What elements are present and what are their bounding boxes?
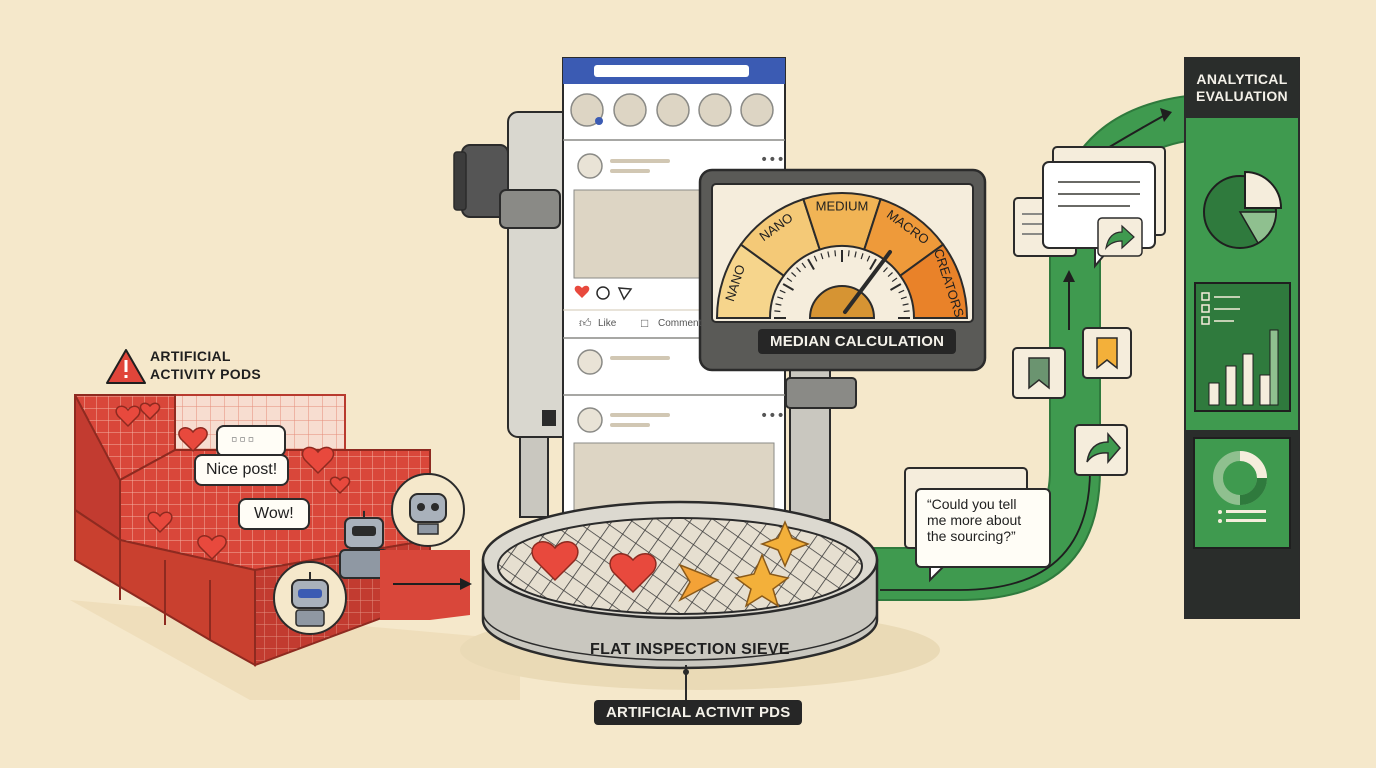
robot-icon <box>273 561 347 635</box>
donut-chart-icon <box>1213 451 1267 505</box>
gauge-tick <box>782 283 795 291</box>
gauge-tick <box>903 310 910 313</box>
svg-text:•••: ••• <box>760 152 785 168</box>
gauge-tick <box>889 283 902 291</box>
analytical-line1: ANALYTICAL <box>1196 71 1288 87</box>
gauge-tick <box>820 253 824 260</box>
analytical-line2: EVALUATION <box>1196 88 1288 104</box>
gauge-tick <box>883 267 888 273</box>
heart-icon <box>178 427 208 453</box>
bottom-pods-label: ARTIFICIAL ACTIVIT PDS <box>594 700 803 725</box>
gauge-tick <box>900 296 907 300</box>
gauge-tick <box>807 258 815 271</box>
gauge-tick <box>869 258 877 271</box>
heart-icon <box>329 476 351 495</box>
heart-icon <box>147 511 173 534</box>
gauge-tick <box>866 255 871 262</box>
gauge-monitor <box>698 168 987 372</box>
robot-icon <box>339 505 389 579</box>
gauge-tick <box>775 303 782 306</box>
comment-icon: □ <box>641 316 649 330</box>
gauge-segment-label: MEDIUM <box>815 198 869 213</box>
typing-bubble: ▫▫▫ <box>216 425 286 457</box>
gauge-tick <box>834 250 837 257</box>
question-bubble: “Could you tell me more about the sourci… <box>915 488 1051 568</box>
gauge-tick <box>786 277 793 283</box>
gauge-tick <box>774 310 781 313</box>
robot-icon <box>391 473 465 547</box>
heart-icon <box>609 553 657 594</box>
bar-chart-icon <box>1208 329 1279 406</box>
gauge-tick <box>813 255 818 262</box>
story-row <box>570 93 774 127</box>
gauge-tick <box>860 253 864 260</box>
share-icon <box>617 287 633 301</box>
gauge-segments <box>715 192 969 319</box>
comment-label: Comment <box>658 318 702 329</box>
heart-icon <box>531 541 579 582</box>
star-icon <box>759 520 811 568</box>
heart-icon <box>139 402 161 421</box>
gauge-tick <box>777 296 784 300</box>
bookmark-card <box>1082 327 1132 379</box>
like-label: Like <box>598 318 617 329</box>
bookmark-icon <box>1028 357 1050 390</box>
share-card <box>1074 424 1128 476</box>
sieve-label: FLAT INSPECTION SIEVE <box>590 641 790 658</box>
gauge-ticks <box>774 250 910 319</box>
share-icon <box>1086 431 1121 465</box>
star-icon <box>734 553 790 608</box>
gauge-tick <box>847 250 850 257</box>
heart-icon <box>301 446 335 475</box>
heart-icon <box>574 285 590 298</box>
heart-icon <box>115 405 141 428</box>
gauge-tick <box>854 251 857 258</box>
paper-plane-icon <box>678 563 720 602</box>
gauge-tick <box>827 251 830 258</box>
nice-post-bubble: Nice post! <box>194 454 290 486</box>
gauge-tick <box>898 289 905 294</box>
pods-arrow <box>380 550 472 620</box>
gauge-tick <box>791 272 797 277</box>
analytical-evaluation-title: ANALYTICAL EVALUATION <box>1185 71 1299 105</box>
message-card <box>1013 146 1166 269</box>
gauge-needle <box>843 250 892 314</box>
comment-icon <box>596 286 610 300</box>
bookmark-card <box>1012 347 1066 399</box>
artificial-pods-line2: ACTIVITY PODS <box>150 366 261 382</box>
pie-chart-icon <box>1203 170 1283 249</box>
gauge-tick <box>891 277 898 283</box>
like-icon: 👍︎ <box>579 316 592 330</box>
wow-bubble: Wow! <box>238 498 310 530</box>
artificial-pods-title: ARTIFICIAL ACTIVITY PODS <box>150 347 261 383</box>
heart-icon <box>197 535 227 561</box>
feed-search-bar <box>594 65 749 77</box>
gauge-tick <box>902 303 909 306</box>
bookmark-icon <box>1096 337 1118 370</box>
inspection-sieve <box>481 500 879 700</box>
median-calculation-label: MEDIAN CALCULATION <box>758 329 957 354</box>
gauge-tick <box>796 267 801 273</box>
block-hearts <box>115 402 351 561</box>
checklist-icon <box>1201 292 1240 325</box>
gauge-segment <box>898 243 969 319</box>
typing-dots-icon: ▫▫▫ <box>231 429 257 449</box>
svg-text:•••: ••• <box>760 408 785 424</box>
artificial-pods-line1: ARTIFICIAL <box>150 348 231 364</box>
analytical-panel <box>1184 57 1300 619</box>
gauge-tick <box>887 272 893 277</box>
share-icon <box>1104 224 1135 251</box>
gauge-tick <box>801 262 807 269</box>
gauge-tick <box>779 289 786 294</box>
warning-icon <box>106 349 146 384</box>
